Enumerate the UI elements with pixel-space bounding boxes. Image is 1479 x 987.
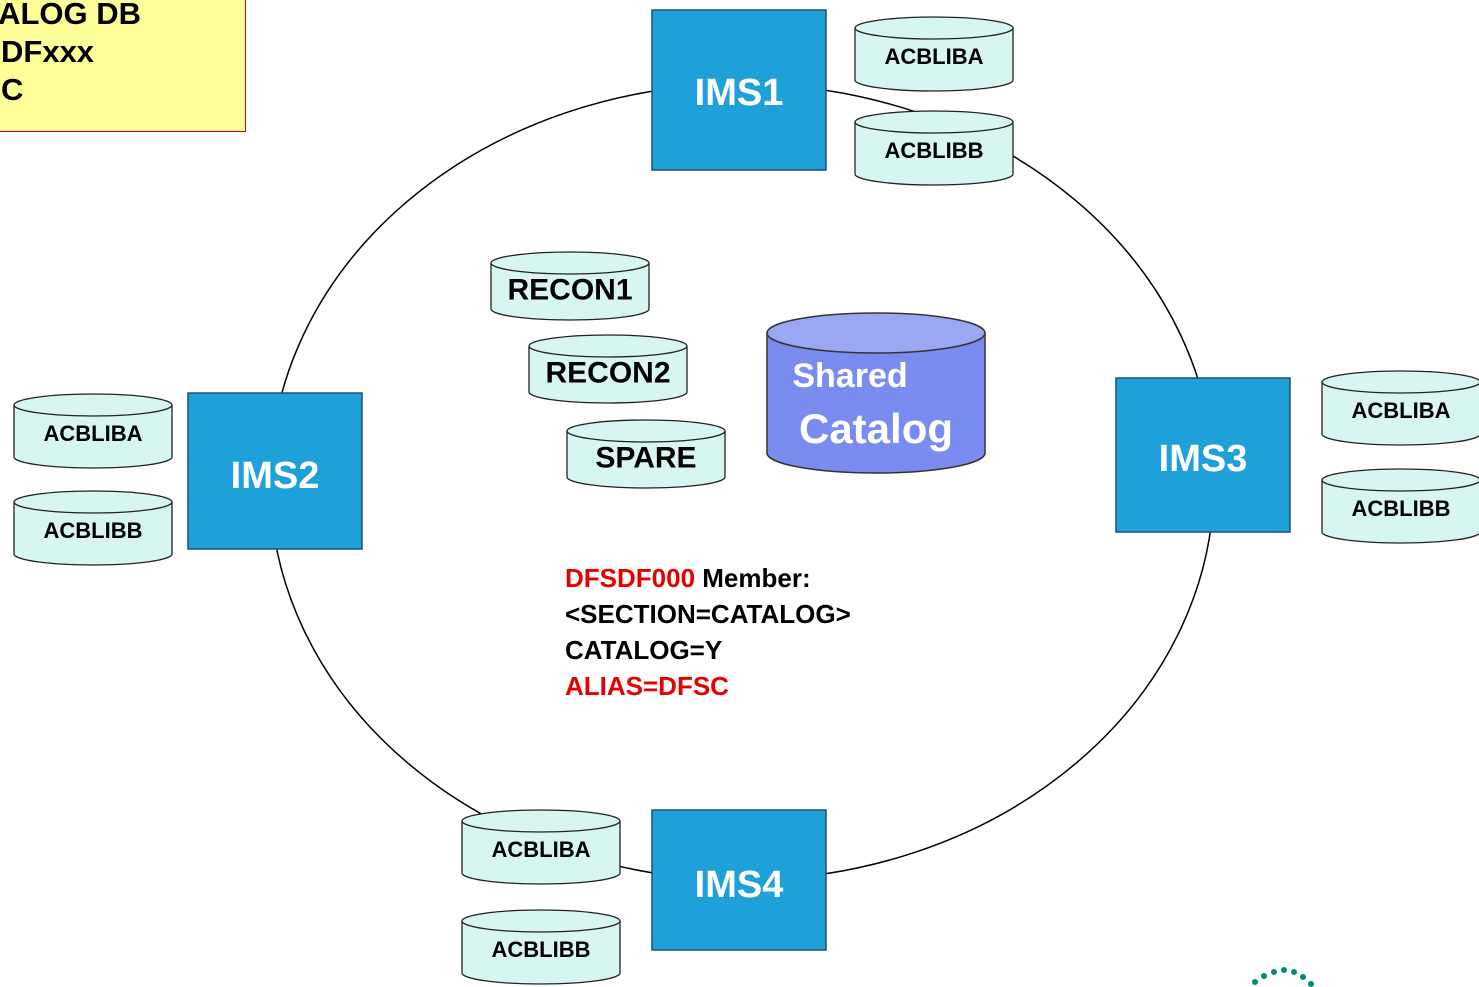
ims1-acblibb-label: ACBLIBB <box>885 138 984 163</box>
sysplex-ring <box>269 83 1215 881</box>
ims1-label: IMS1 <box>695 72 784 114</box>
catalog-note: CATALOG DB DFSDFxxx DFSC <box>0 0 246 132</box>
member-suffix: Member: <box>695 563 811 593</box>
ims4-acbliba-label: ACBLIBA <box>492 837 591 862</box>
shared-catalog-label-2: Catalog <box>799 405 953 452</box>
recon2-cylinder: RECON2 <box>528 334 688 404</box>
ims1-acbliba-cylinder: ACBLIBA <box>854 16 1014 92</box>
shared-catalog-label-1: Shared <box>792 357 907 395</box>
note-line-catalog-db: CATALOG DB <box>0 0 142 31</box>
spare-cylinder: SPARE <box>566 419 726 489</box>
ims4-node: IMS4 <box>651 809 827 951</box>
ims1-node: IMS1 <box>651 9 827 171</box>
ims3-acbliba-cylinder: ACBLIBA <box>1321 370 1479 446</box>
ims4-acblibb-label: ACBLIBB <box>492 937 591 962</box>
ims1-acblibb-cylinder: ACBLIBB <box>854 110 1014 186</box>
recon1-cylinder: RECON1 <box>490 251 650 321</box>
member-section: <SECTION=CATALOG> <box>565 599 851 629</box>
ims3-node: IMS3 <box>1115 377 1291 533</box>
member-title: DFSDF000 Member: <box>565 560 851 596</box>
recon1-label: RECON1 <box>507 274 632 307</box>
note-line-dfsdfxxx: DFSDFxxx <box>0 34 95 69</box>
member-alias: ALIAS=DFSC <box>565 671 729 701</box>
spare-label: SPARE <box>595 442 696 475</box>
ims2-acblibb-label: ACBLIBB <box>44 518 143 543</box>
ims2-label: IMS2 <box>231 455 320 497</box>
ims-logo-dots-icon <box>1252 967 1314 987</box>
member-name: DFSDF000 <box>565 563 696 593</box>
ims2-acbliba-label: ACBLIBA <box>44 421 143 446</box>
ims4-acbliba-cylinder: ACBLIBA <box>461 809 621 885</box>
ims4-acblibb-cylinder: ACBLIBB <box>461 909 621 985</box>
note-line-dfsc: DFSC <box>0 72 24 107</box>
ims1-acbliba-label: ACBLIBA <box>885 44 984 69</box>
member-catalog-flag: CATALOG=Y <box>565 635 723 665</box>
dfsdf000-member-text: DFSDF000 Member: <SECTION=CATALOG> CATAL… <box>565 560 851 704</box>
recon2-label: RECON2 <box>545 357 670 390</box>
ims3-acblibb-cylinder: ACBLIBB <box>1321 468 1479 544</box>
ims3-acbliba-label: ACBLIBA <box>1352 398 1451 423</box>
ims3-acblibb-label: ACBLIBB <box>1352 496 1451 521</box>
ims3-label: IMS3 <box>1159 438 1248 480</box>
ims4-label: IMS4 <box>695 864 784 906</box>
shared-catalog-cylinder: Shared Catalog <box>766 312 986 474</box>
ims2-acblibb-cylinder: ACBLIBB <box>13 490 173 566</box>
ims2-node: IMS2 <box>187 392 363 550</box>
ims2-acbliba-cylinder: ACBLIBA <box>13 393 173 469</box>
